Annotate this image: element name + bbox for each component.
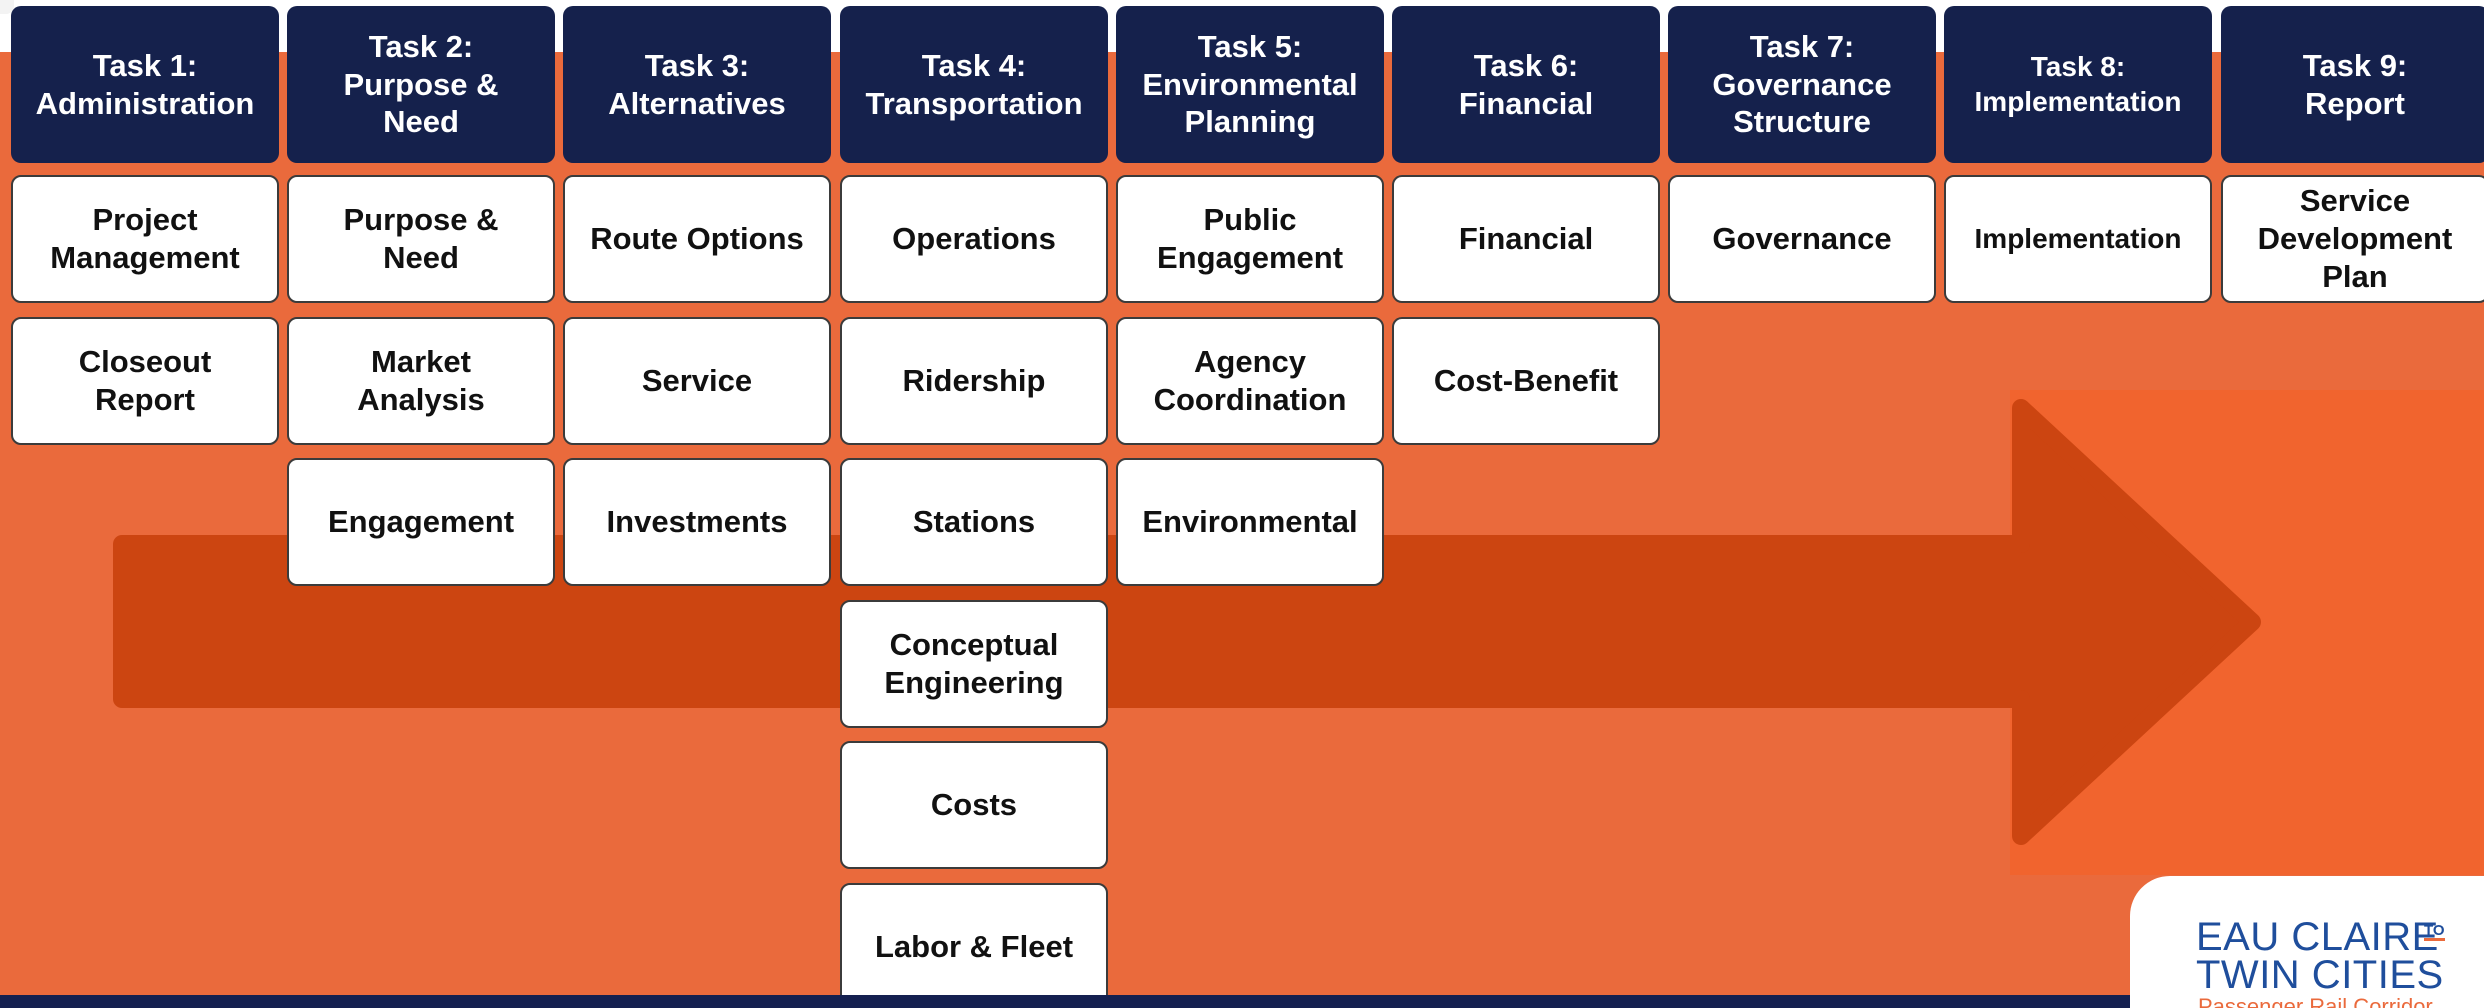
task-5-item-3: Environmental bbox=[1116, 458, 1384, 586]
task-4-item-6: Labor & Fleet bbox=[840, 883, 1108, 1008]
task-7-item-1: Governance bbox=[1668, 175, 1936, 303]
task-6-item-2: Cost-Benefit bbox=[1392, 317, 1660, 445]
task-header-9: Task 9: Report bbox=[2221, 6, 2484, 163]
logo-subtitle: Passenger Rail Corridor bbox=[2198, 994, 2433, 1008]
corner-patch bbox=[0, 0, 14, 14]
task-9-item-1: Service Development Plan bbox=[2221, 175, 2484, 303]
task-1-item-1: Project Management bbox=[11, 175, 279, 303]
task-4-item-4: Conceptual Engineering bbox=[840, 600, 1108, 728]
task-4-item-2: Ridership bbox=[840, 317, 1108, 445]
task-header-1: Task 1: Administration bbox=[11, 6, 279, 163]
task-8-item-1: Implementation bbox=[1944, 175, 2212, 303]
task-header-7: Task 7: Governance Structure bbox=[1668, 6, 1936, 163]
logo-to: TO bbox=[2424, 922, 2445, 941]
task-3-item-3: Investments bbox=[563, 458, 831, 586]
bottom-bar bbox=[0, 995, 2484, 1008]
arrow-shape bbox=[113, 399, 2261, 845]
task-1-item-2: Closeout Report bbox=[11, 317, 279, 445]
task-6-item-1: Financial bbox=[1392, 175, 1660, 303]
task-5-item-2: Agency Coordination bbox=[1116, 317, 1384, 445]
task-3-item-2: Service bbox=[563, 317, 831, 445]
task-header-3: Task 3: Alternatives bbox=[563, 6, 831, 163]
task-4-item-5: Costs bbox=[840, 741, 1108, 869]
logo-line2: TWIN CITIES bbox=[2196, 953, 2444, 997]
logo-line1: EAU CLAIRE bbox=[2196, 915, 2439, 959]
task-2-item-3: Engagement bbox=[287, 458, 555, 586]
task-header-5: Task 5: Environmental Planning bbox=[1116, 6, 1384, 163]
task-2-item-1: Purpose & Need bbox=[287, 175, 555, 303]
task-4-item-1: Operations bbox=[840, 175, 1108, 303]
task-3-item-1: Route Options bbox=[563, 175, 831, 303]
task-header-4: Task 4: Transportation bbox=[840, 6, 1108, 163]
logo-title: EAU CLAIRE TWIN CITIES bbox=[2196, 915, 2484, 997]
task-header-6: Task 6: Financial bbox=[1392, 6, 1660, 163]
task-header-2: Task 2: Purpose & Need bbox=[287, 6, 555, 163]
logo-card bbox=[2130, 876, 2484, 1008]
task-4-item-3: Stations bbox=[840, 458, 1108, 586]
task-5-item-1: Public Engagement bbox=[1116, 175, 1384, 303]
task-2-item-2: Market Analysis bbox=[287, 317, 555, 445]
task-header-8: Task 8: Implementation bbox=[1944, 6, 2212, 163]
